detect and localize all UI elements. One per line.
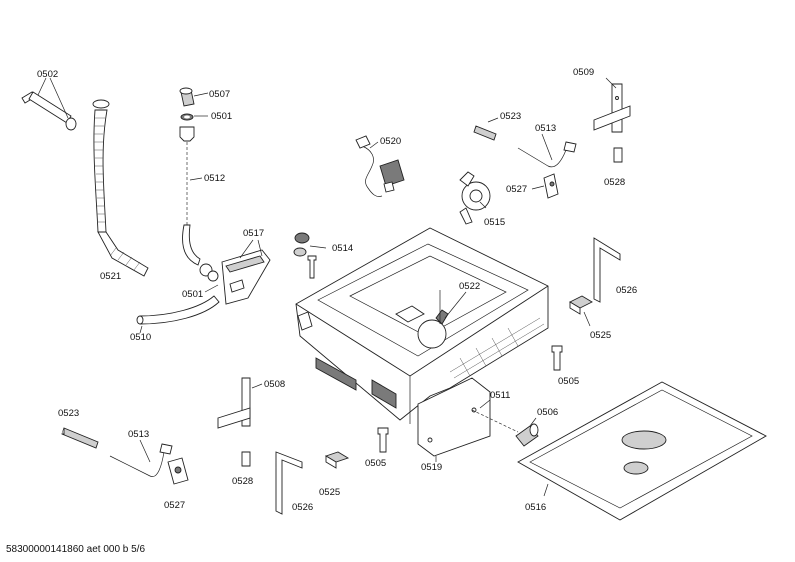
- label-0517: 0517: [243, 228, 264, 239]
- label-0506: 0506: [537, 407, 558, 418]
- part-0509-bracket: [593, 77, 631, 133]
- part-0502-clamps: [21, 77, 77, 131]
- label-0508: 0508: [264, 379, 285, 390]
- part-0514-mount: [293, 232, 327, 279]
- part-0525-pad-right: [569, 295, 593, 327]
- label-0516: 0516: [525, 502, 546, 513]
- label-0521: 0521: [100, 271, 121, 282]
- label-0515: 0515: [484, 217, 505, 228]
- label-0523-bottom: 0523: [58, 408, 79, 419]
- label-0514: 0514: [332, 243, 353, 254]
- part-0505-screw-mid: [377, 427, 389, 453]
- label-0522: 0522: [459, 281, 480, 292]
- part-0525-pad-bottom: [324, 451, 350, 469]
- label-0528-top: 0528: [604, 177, 625, 188]
- label-0519: 0519: [421, 462, 442, 473]
- label-0505-mid: 0505: [365, 458, 386, 469]
- part-0528-clip-top: [613, 147, 623, 163]
- label-0501-bottom: 0501: [182, 289, 203, 300]
- part-base-tub: [295, 227, 549, 424]
- label-0511: 0511: [490, 390, 510, 401]
- part-0513-sensor-cable-top: [517, 133, 577, 168]
- label-0512: 0512: [204, 173, 225, 184]
- label-0510: 0510: [130, 332, 151, 343]
- part-0515-pump: [459, 171, 491, 225]
- part-0527-holder-top: [543, 173, 559, 199]
- part-0520-harness: [355, 135, 405, 197]
- label-0523-top: 0523: [500, 111, 521, 122]
- label-0520: 0520: [380, 136, 401, 147]
- label-0527-bottom: 0527: [164, 500, 185, 511]
- part-0516-base-plate: [517, 381, 767, 521]
- label-0527-top: 0527: [506, 184, 527, 195]
- label-0502: 0502: [37, 69, 58, 80]
- part-0523-rail-top: [473, 117, 499, 141]
- part-0526-bracket-right: [593, 237, 621, 303]
- part-0519-bracket: [417, 377, 491, 462]
- part-0517-valve-block: [199, 239, 271, 305]
- label-0526-bottom: 0526: [292, 502, 313, 513]
- label-0507: 0507: [209, 89, 230, 100]
- label-0505-right: 0505: [558, 376, 579, 387]
- part-0505-screw-right: [551, 345, 563, 371]
- part-0526-bracket-bottom: [275, 451, 303, 515]
- part-0528-clip-bottom: [241, 451, 251, 467]
- label-0525-right: 0525: [590, 330, 611, 341]
- label-0513-top: 0513: [535, 123, 556, 134]
- label-0501-top: 0501: [211, 111, 232, 122]
- part-0507-cap: [179, 87, 209, 107]
- part-0501-ring: [180, 113, 208, 121]
- part-0512-valve-hose: [179, 126, 203, 266]
- part-0523-rail-bottom: [61, 427, 99, 449]
- label-0528-bottom: 0528: [232, 476, 253, 487]
- label-0513-bottom: 0513: [128, 429, 149, 440]
- part-0510-hose: [136, 295, 220, 334]
- part-0506-foot: [515, 417, 539, 447]
- label-0525-bottom: 0525: [319, 487, 340, 498]
- part-0508-bracket: [217, 377, 263, 429]
- part-0521-drain-hose: [92, 99, 149, 277]
- part-0527-holder-bottom: [167, 457, 189, 485]
- label-0526-right: 0526: [616, 285, 637, 296]
- part-0513-sensor-cable-bottom: [109, 439, 173, 477]
- document-footer: 58300000141860 aet 000 b 5/6: [6, 544, 145, 555]
- label-0509: 0509: [573, 67, 594, 78]
